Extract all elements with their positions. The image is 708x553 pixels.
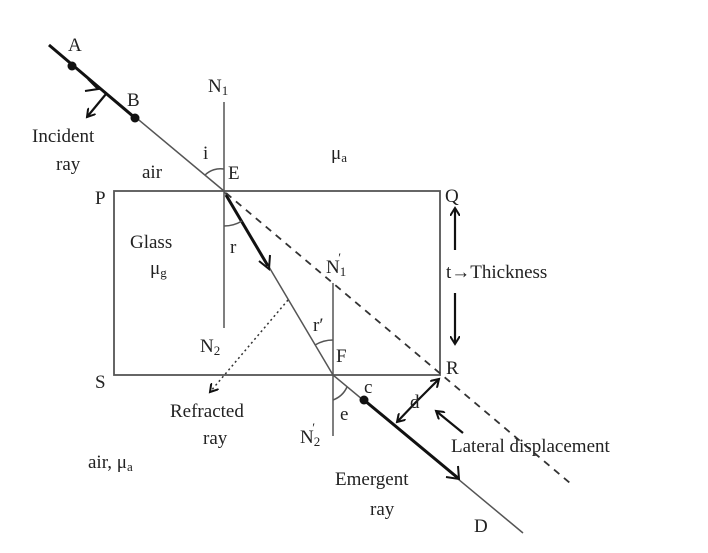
incident-arrowhead — [84, 78, 101, 92]
label-mu-g: μg — [150, 258, 167, 280]
label-glass: Glass — [130, 232, 172, 253]
label-n2: N2 — [200, 336, 220, 358]
angle-r-arc — [223, 220, 243, 227]
angle-r-prime-arc — [314, 339, 334, 346]
label-i: i — [203, 143, 208, 164]
refracted-pointer-dotted — [210, 299, 289, 392]
label-c: c — [364, 377, 372, 398]
label-incident-ray: ray — [56, 154, 81, 175]
label-r: r — [230, 237, 237, 258]
refracted-arrowhead — [258, 254, 271, 271]
label-r-prime: r′ — [313, 315, 323, 336]
label-lateral-displacement: Lateral displacement — [451, 436, 611, 457]
label-p: P — [95, 188, 106, 209]
displacement-d-arrow-b — [397, 399, 419, 422]
label-d-point: D — [474, 516, 488, 537]
point-b — [130, 113, 140, 123]
label-thickness: t→Thickness — [446, 262, 547, 283]
label-e-point: E — [228, 163, 240, 184]
refracted-ray-bold — [224, 194, 270, 267]
label-d: d — [410, 392, 420, 413]
label-air-bottom: air, μa — [88, 452, 133, 474]
label-r-point: R — [446, 358, 459, 379]
angle-i-arc — [204, 167, 225, 176]
label-e-angle: e — [340, 404, 348, 425]
label-refracted: Refracted — [170, 401, 244, 422]
point-c — [359, 395, 369, 405]
label-b: B — [127, 90, 140, 111]
label-n1: N1 — [208, 76, 228, 98]
label-n1-prime: N1′ — [326, 250, 346, 279]
point-a — [67, 61, 77, 71]
label-mu-a: μa — [331, 143, 347, 165]
lateral-displacement-pointer — [436, 411, 464, 434]
label-air: air — [142, 162, 163, 183]
displacement-d-arrow-a — [417, 379, 439, 401]
emergent-arrowhead — [445, 465, 461, 481]
label-s: S — [95, 372, 106, 393]
undeviated-path-dashed — [225, 192, 571, 484]
label-refracted-ray: ray — [203, 428, 228, 449]
angle-e-arc — [332, 386, 348, 401]
incident-pointer-arrow — [87, 93, 107, 117]
label-incident: Incident — [32, 126, 95, 147]
label-n2-prime: N2′ — [300, 420, 320, 449]
label-emergent-ray: ray — [370, 499, 395, 520]
glass-slab — [113, 190, 441, 376]
label-f: F — [336, 346, 347, 367]
label-a: A — [68, 35, 82, 56]
emergent-ray-bold — [363, 398, 459, 480]
label-emergent: Emergent — [335, 469, 409, 490]
incident-ray-bold — [48, 43, 136, 120]
label-q: Q — [445, 186, 459, 207]
